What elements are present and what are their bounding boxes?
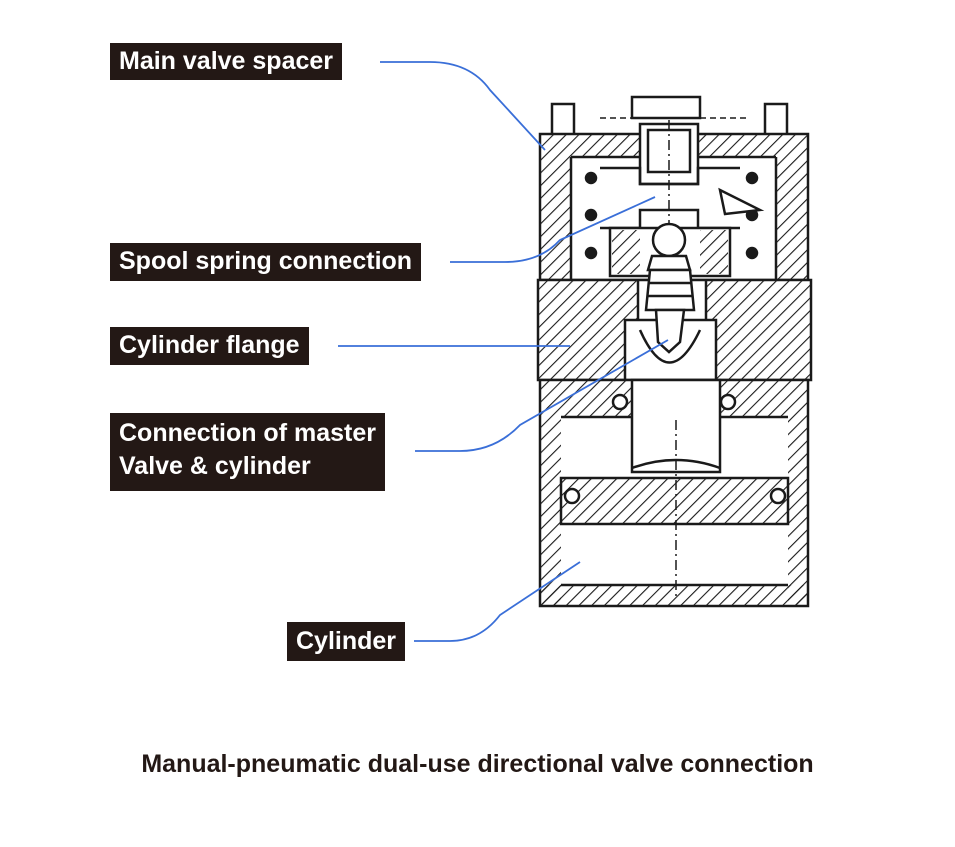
piston <box>559 476 790 526</box>
cylinder-body <box>538 378 810 608</box>
master-connector <box>644 268 696 312</box>
leader-spool-spring <box>450 196 656 263</box>
cylinder-right-wall <box>788 381 807 605</box>
cylinder-left-wall <box>541 381 561 605</box>
left-stud <box>550 102 576 138</box>
leader-lines <box>338 61 669 642</box>
cylinder-bottom-wall <box>541 585 807 605</box>
label-connection-master-valve-cylinder: Connection of master Valve & cylinder <box>110 413 385 491</box>
leader-main-valve-spacer <box>380 61 546 151</box>
label-connection-line1: Connection of master <box>119 419 376 447</box>
right-stud <box>763 102 789 138</box>
flange-left-block <box>539 281 638 379</box>
ball-joint <box>651 222 687 258</box>
diagram-caption: Manual-pneumatic dual-use directional va… <box>141 750 814 778</box>
manual-handle <box>630 95 702 120</box>
label-main-valve-spacer: Main valve spacer <box>110 43 343 80</box>
spacer-right-wall <box>776 135 807 279</box>
cylinder-flange-body <box>536 268 813 382</box>
label-cylinder: Cylinder <box>287 622 406 661</box>
label-spool-spring-connection: Spool spring connection <box>110 243 422 281</box>
leader-connection <box>415 339 669 452</box>
label-cylinder-flange: Cylinder flange <box>110 327 309 365</box>
label-connection-line2: Valve & cylinder <box>119 452 311 480</box>
leader-cylinder <box>414 561 581 642</box>
spacer-left-wall <box>541 135 571 279</box>
flange-right-block <box>706 281 810 379</box>
